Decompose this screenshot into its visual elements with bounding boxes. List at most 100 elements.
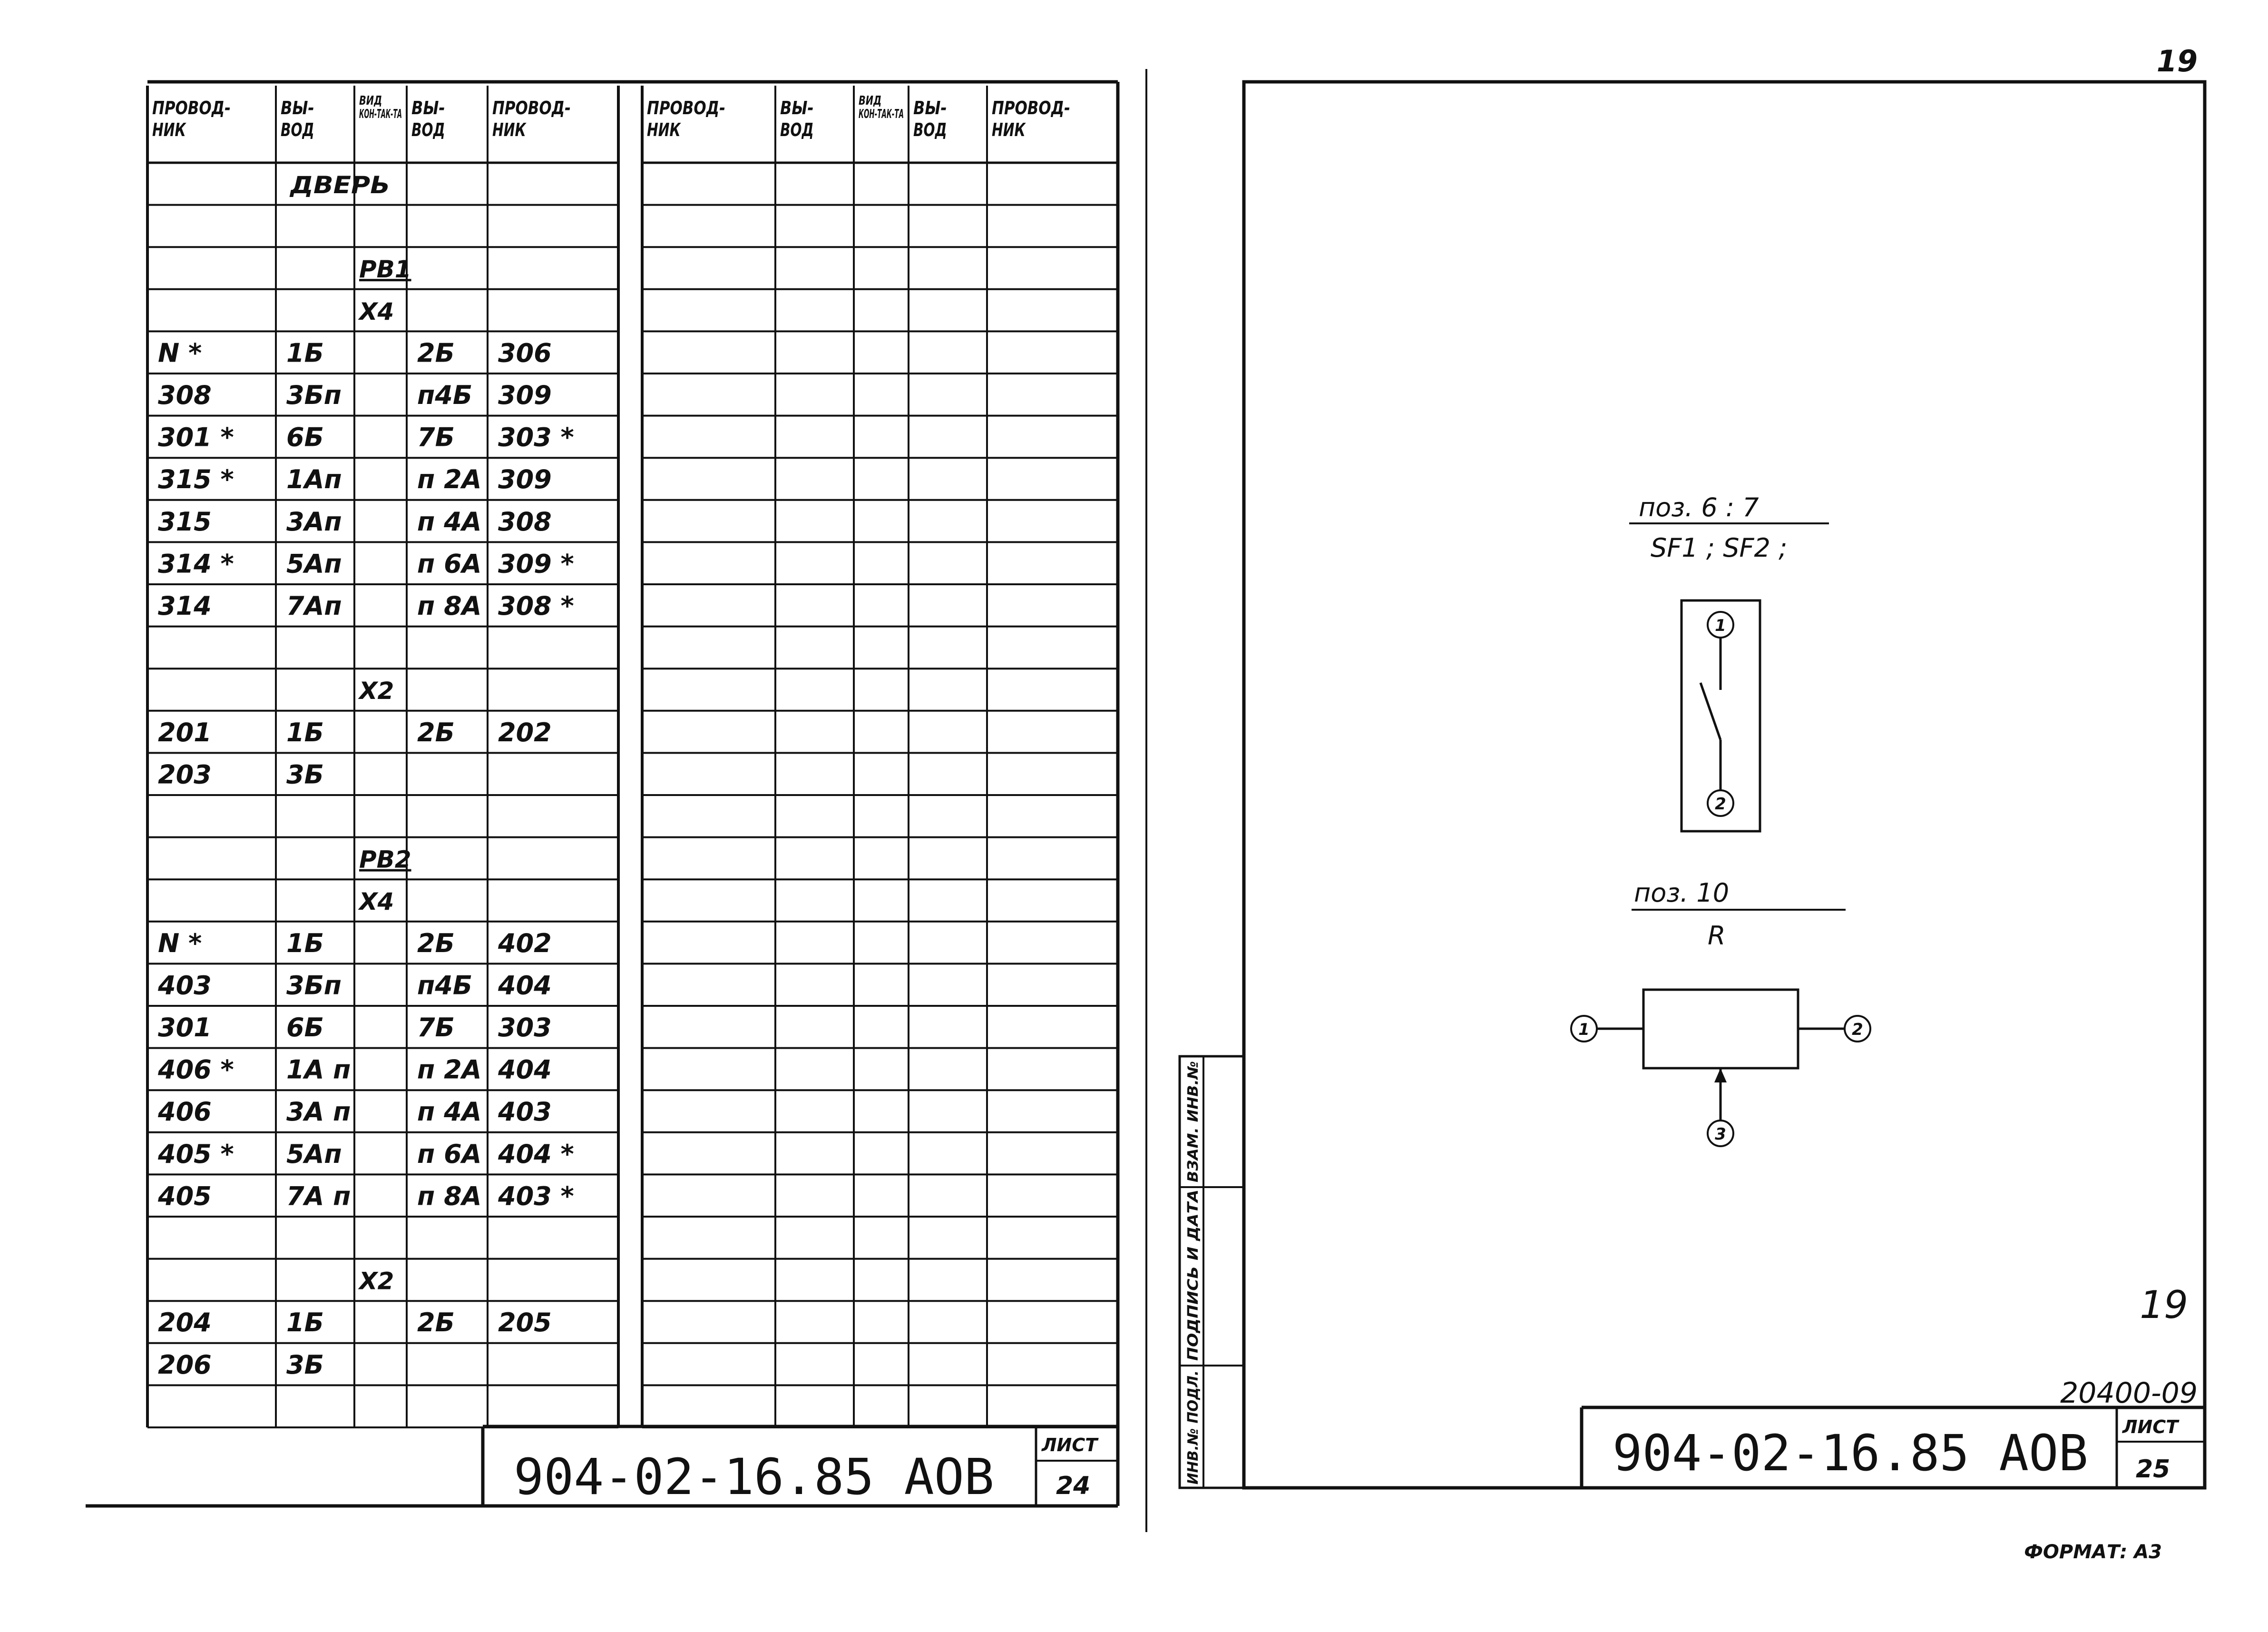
table-cell: п 8А: [417, 591, 481, 621]
table-header: ВИД: [359, 94, 382, 108]
switch-symbol: поз. 6 : 7 SF1 ; SF2 ; 1 2: [1629, 492, 1829, 833]
table-cell: 5Ап: [286, 549, 342, 579]
table-header: КОН-ТАК-ТА: [859, 107, 904, 121]
table-cell: 7Б: [417, 423, 455, 452]
table-cell: п 4А: [417, 1097, 481, 1127]
table-cell: 404: [498, 970, 552, 1000]
table-cell: 314 *: [158, 549, 234, 579]
table-cell: 1Б: [286, 718, 324, 747]
table-cell: 3Б: [286, 1350, 324, 1380]
table-cell: 7Б: [417, 1013, 455, 1042]
table-cell: N *: [158, 338, 202, 368]
table-cell: 315 *: [158, 464, 234, 494]
sheet-label-right: ЛИСТ: [2122, 1416, 2180, 1437]
table-cell: 2Б: [417, 338, 455, 368]
resistor-subtitle: R: [1708, 921, 1726, 951]
switch-pin-1-label: 1: [1715, 616, 1726, 635]
switch-pin-2-label: 2: [1715, 795, 1726, 814]
right-sheet: ИНВ.№ ПОДЛ. ПОДПИСЬ И ДАТА ВЗАМ. ИНВ.№ п…: [1178, 80, 2207, 1490]
table-header: НИК: [492, 119, 527, 140]
table-cell: п 6А: [417, 1139, 481, 1169]
table-cell: п 4А: [417, 507, 481, 537]
table-cell: 3А п: [286, 1097, 351, 1127]
table-cell: 2Б: [417, 718, 455, 747]
table-header: ВОД: [913, 119, 947, 140]
table-cell: 303 *: [498, 423, 574, 452]
table-cell: 3Бп: [286, 970, 342, 1000]
side-label-signature: ПОДПИСЬ И ДАТА: [1185, 1190, 1202, 1361]
table-cell: п 6А: [417, 549, 481, 579]
side-stamp: ИНВ.№ ПОДЛ. ПОДПИСЬ И ДАТА ВЗАМ. ИНВ.№: [1178, 1055, 1245, 1489]
switch-box: [1680, 599, 1761, 833]
table-header: ВОД: [281, 119, 314, 140]
table-cell: 7Ап: [286, 591, 342, 621]
side-label-replace: ВЗАМ. ИНВ.№: [1185, 1061, 1202, 1182]
table-cell: 315: [158, 507, 212, 537]
table-cell: 3Бп: [286, 380, 342, 410]
table-header: ВЫ-: [411, 98, 445, 118]
drawing-number: 20400-09: [2060, 1376, 2198, 1410]
table-cell: 404: [498, 1055, 552, 1085]
table-cell: 301 *: [158, 423, 234, 452]
table-cell: 403: [498, 1097, 552, 1127]
table-cell: 405 *: [157, 1139, 234, 1169]
table-cell: 306: [498, 338, 552, 368]
table-cell: N *: [158, 928, 202, 958]
table-cell: 404 *: [498, 1139, 574, 1169]
table-cell: 301: [158, 1013, 212, 1042]
table-cell: 1Б: [286, 1308, 324, 1337]
table-header: НИК: [992, 119, 1026, 140]
format-label: ФОРМАТ: А3: [2024, 1541, 2162, 1563]
table-cell: 6Б: [286, 1013, 324, 1042]
title-block-left: 904-02-16.85 АОВ ЛИСТ 24: [481, 1425, 1118, 1506]
sheet-label-left: ЛИСТ: [1041, 1435, 1099, 1455]
pin-1-icon: [1570, 1015, 1598, 1042]
page-number: 19: [2157, 44, 2198, 79]
side-label-inv: ИНВ.№ ПОДЛ.: [1185, 1370, 1202, 1485]
resistor-body: [1642, 988, 1799, 1070]
table-cell: 201: [158, 718, 212, 747]
table-cell: 406 *: [157, 1055, 234, 1085]
table-cell: 403: [157, 970, 212, 1000]
title-block-right: 904-02-16.85 АОВ ЛИСТ 25: [1580, 1406, 2205, 1488]
table-cell: 308 *: [498, 591, 574, 621]
handwritten-number: 19: [2140, 1283, 2188, 1327]
table-cell-contact: Х2: [358, 677, 394, 705]
table-cell: 3Ап: [286, 507, 342, 537]
table-cell: 406: [157, 1097, 212, 1127]
table-cell: п 2А: [417, 464, 481, 494]
table-header: ПРОВОД-: [992, 98, 1070, 118]
table-header: НИК: [647, 119, 681, 140]
table-cell: 308: [158, 380, 212, 410]
stamp-code-right: 904-02-16.85 АОВ: [1613, 1424, 2088, 1482]
table-cell-contact: РВ1: [359, 256, 411, 283]
table-cell-contact: Х2: [358, 1268, 394, 1295]
table-header: НИК: [152, 119, 186, 140]
resistor-pin-1-label: 1: [1578, 1020, 1590, 1039]
table-header: ВИД: [859, 94, 881, 108]
table-cell: 206: [158, 1350, 212, 1380]
table-cell: 3Б: [286, 759, 324, 789]
table-cell: 5Ап: [286, 1139, 342, 1169]
table-cell: п 2А: [417, 1055, 481, 1085]
right-frame: [1242, 80, 2207, 1490]
table-cell: 308: [498, 507, 552, 537]
pin-2-icon: [1707, 789, 1734, 817]
table-cell: 1Ап: [286, 464, 342, 494]
table-cell-contact: Х4: [358, 298, 394, 325]
switch-subtitle: SF1 ; SF2 ;: [1651, 533, 1787, 563]
stamp-code-left: 904-02-16.85 АОВ: [514, 1448, 994, 1506]
table-header: ВОД: [411, 119, 445, 140]
table-header: ПРОВОД-: [647, 98, 725, 118]
table-header: ВЫ-: [780, 98, 814, 118]
table-header: ВЫ-: [281, 98, 314, 118]
table-header: ПРОВОД-: [152, 98, 231, 118]
pin-3-icon: [1707, 1120, 1734, 1147]
table-cell: 203: [158, 759, 212, 789]
table-cell-door: ДВЕРЬ: [289, 171, 390, 199]
connection-tables: [146, 86, 1119, 1428]
pin-2-icon: [1844, 1015, 1871, 1042]
sheet-number-left: 24: [1056, 1472, 1090, 1500]
